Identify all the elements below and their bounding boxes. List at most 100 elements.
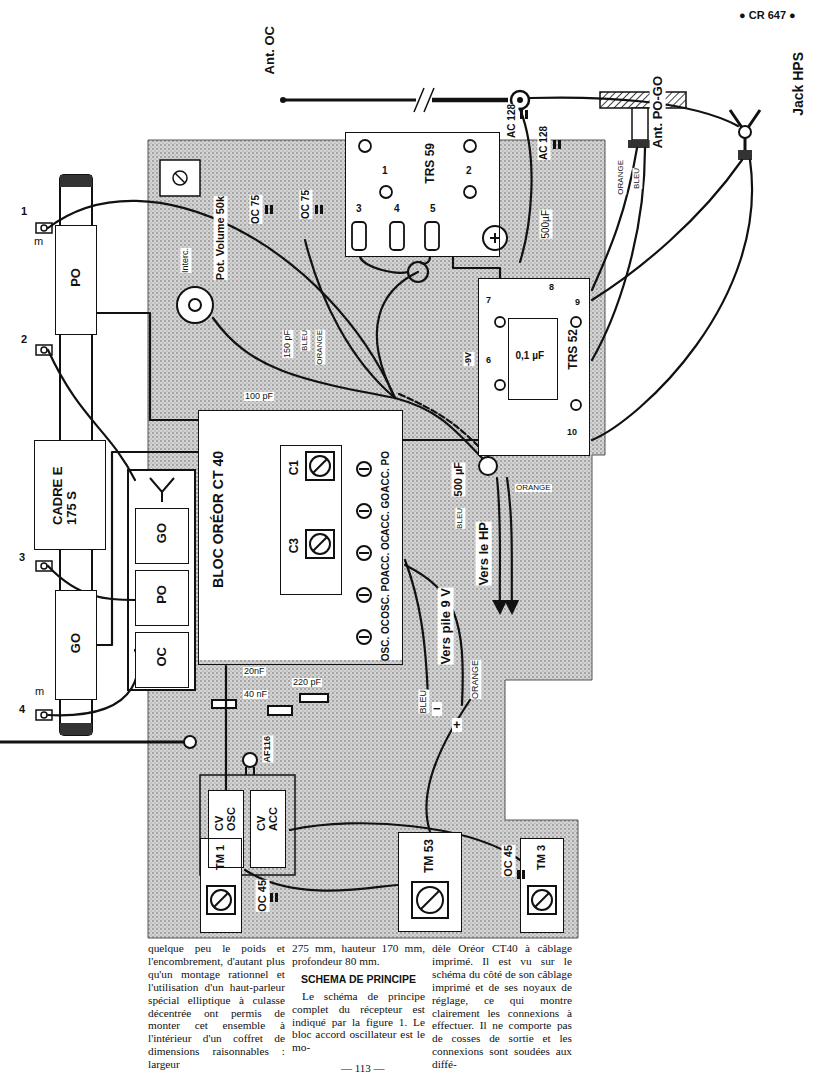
trimmer: TM 3	[520, 838, 564, 933]
component-label: ACC. GO	[381, 493, 392, 536]
telescopic-antenna	[280, 97, 286, 103]
chassis	[175, 173, 185, 183]
component-label: TM 53	[423, 839, 436, 873]
wire-color: ORANGE	[470, 660, 481, 699]
telescopic-antenna	[517, 97, 523, 103]
capacitor-label: 100 pF	[244, 392, 274, 401]
component-label: OSC. OC	[381, 619, 392, 661]
capacitor-label: 220 pF	[292, 678, 322, 687]
adjustment-core	[207, 886, 235, 914]
coil: PO	[55, 225, 97, 335]
wire-connector	[453, 257, 500, 278]
adjustment-core	[313, 537, 327, 551]
component-label: TRS 59	[424, 143, 437, 184]
transistor-mark	[522, 870, 525, 879]
wire	[213, 318, 395, 398]
ferrite-rod	[60, 723, 92, 735]
component-body	[34, 440, 106, 550]
chassis-bar	[184, 736, 196, 748]
adjustment-core	[359, 552, 369, 554]
telescopic-antenna	[414, 88, 434, 112]
capacitor-label: 150 pF	[282, 330, 293, 358]
component-symbol	[268, 706, 292, 715]
component-label: TM 1	[215, 845, 227, 870]
tuner-block: BLOC ORÉOR CT 40ACC. POACC. GOACC. OCOSC…	[198, 410, 403, 665]
component-label: TM 3	[536, 845, 548, 870]
pin-number: 2	[465, 166, 473, 177]
pin-number: 4	[393, 204, 401, 215]
text-column: quelque peu le poids et l'encombrement, …	[148, 942, 285, 1071]
adjustment-core	[357, 546, 371, 560]
wire	[408, 262, 428, 282]
transformer: TRS 59	[345, 132, 500, 257]
transistor-label: AC 128	[506, 104, 519, 138]
wire	[592, 148, 645, 360]
terminal-lug	[36, 561, 52, 571]
transistor-mark	[525, 110, 528, 119]
component-symbol	[246, 767, 254, 775]
pin-number: 8	[548, 283, 555, 292]
adjustment-core	[417, 887, 443, 913]
component-body	[398, 832, 462, 932]
transistor-mark	[265, 110, 561, 902]
switch-button: OC	[135, 632, 189, 688]
pin-socket	[571, 317, 581, 327]
pin-number: 9	[574, 298, 581, 307]
band-switch-frame	[128, 470, 195, 690]
trimmer: TM 53	[398, 832, 462, 932]
chassis	[173, 171, 187, 185]
component-body	[520, 838, 564, 933]
wire-connector	[403, 439, 478, 441]
wire	[405, 560, 428, 700]
ferrite-rod	[60, 175, 92, 187]
wire	[305, 240, 395, 398]
component-body	[478, 278, 590, 456]
coil: GO	[55, 590, 97, 700]
tuning-frame	[200, 775, 295, 875]
jack-socket	[739, 126, 751, 138]
chassis	[160, 160, 200, 196]
component-symbol	[300, 694, 328, 702]
component-label: BLOC ORÉOR CT 40	[211, 451, 226, 588]
pin-socket	[352, 222, 366, 250]
component-symbol	[177, 287, 213, 323]
pin-socket	[359, 140, 371, 152]
telescopic-antenna	[280, 88, 529, 112]
chassis	[148, 140, 605, 938]
adjustment-core	[532, 890, 552, 910]
capacitor-label: 500 µF	[452, 462, 466, 496]
transistor-label: OC 75	[300, 190, 313, 219]
adjustment-core	[306, 452, 334, 480]
adjustment-core	[310, 534, 330, 554]
component-label: OSC. PO	[381, 577, 392, 619]
body-text: Le schéma de principe complet du récepte…	[292, 990, 425, 1055]
pin-socket	[495, 317, 505, 327]
component-label: ACC. OC	[381, 535, 392, 577]
wire-color: ORANGE	[515, 484, 552, 492]
pin-number: 1	[381, 166, 389, 177]
adjustment-core	[357, 504, 371, 518]
wire-color: BLEU	[300, 330, 310, 351]
transistor-label: AC 128	[538, 126, 551, 160]
component-symbol	[479, 457, 497, 475]
component-body	[55, 225, 97, 335]
terminal-label: m	[34, 686, 45, 698]
component-label: CV OSC	[214, 801, 237, 831]
band-switch-frame	[128, 470, 195, 690]
direction-label: Vers le HP	[476, 522, 492, 586]
transistor-mark	[558, 140, 561, 149]
adjustment-core	[421, 891, 439, 909]
switch-button: GO	[135, 508, 189, 564]
wire-connector	[97, 313, 198, 420]
switch-label: Interc.	[180, 248, 191, 273]
trimmer-block: C1C3	[280, 445, 342, 595]
wire-connector	[97, 452, 198, 645]
chassis-bar	[0, 736, 196, 748]
transistor-label: OC 45	[256, 880, 270, 912]
wire	[592, 148, 637, 290]
variable-capacitor: CV ACC	[250, 790, 286, 868]
capacitor-label: 20nF	[243, 667, 266, 676]
component-body	[135, 570, 189, 626]
